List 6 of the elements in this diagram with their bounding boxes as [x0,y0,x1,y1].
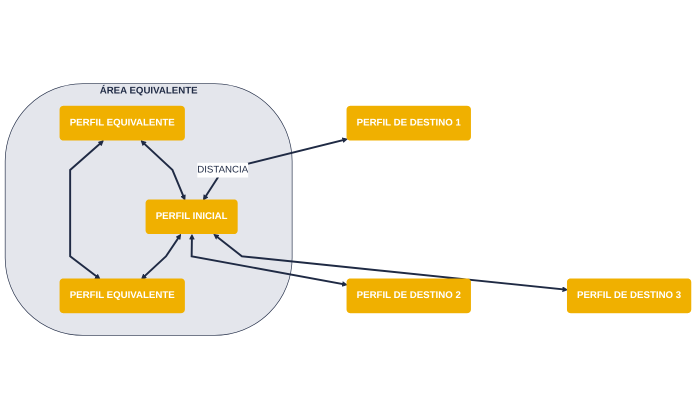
arrow [69,140,104,280]
arrow [141,234,182,280]
arrow [140,140,186,200]
arrow [213,234,568,292]
arrow [189,234,348,287]
edge-label: DISTANCIA [197,164,248,175]
